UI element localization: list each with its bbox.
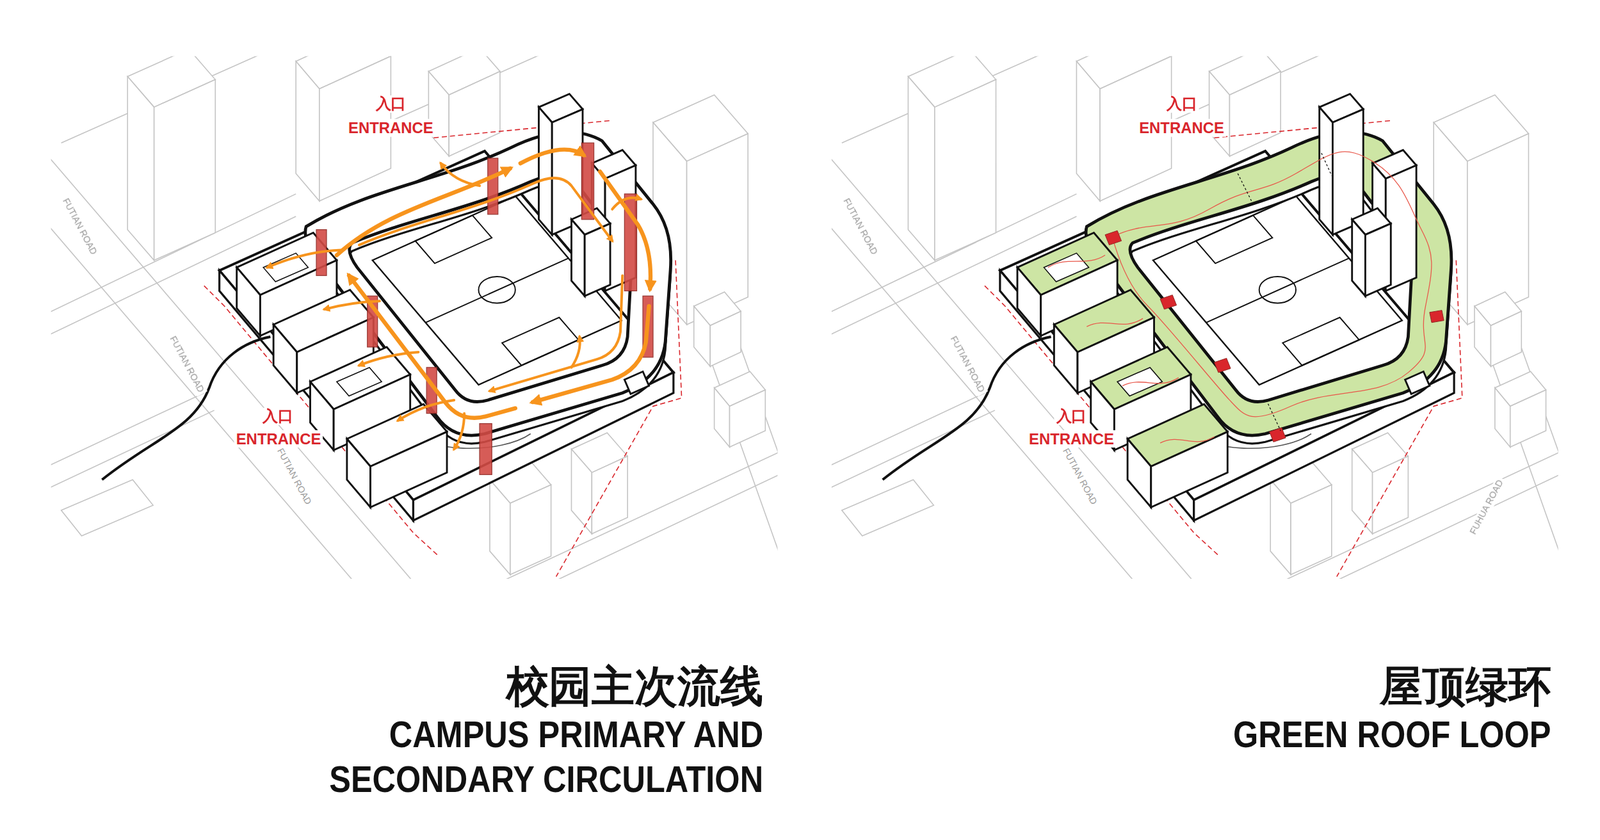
entrance-label-cn: 入口 xyxy=(259,407,295,426)
circulation-arrows xyxy=(267,149,651,450)
road-name: FUTIAN ROAD xyxy=(1058,444,1100,510)
caption-cn: 屋顶绿环 xyxy=(1379,663,1552,711)
road-name: FUTIAN ROAD xyxy=(58,194,100,259)
road-name: FUTIAN ROAD xyxy=(839,194,881,259)
entrance-label: ENTRANCE xyxy=(1026,430,1116,448)
roof-links xyxy=(1105,230,1444,442)
entrance-label-cn: 入口 xyxy=(1053,407,1089,426)
entrance-label-cn: 入口 xyxy=(1163,95,1199,113)
road-name: FUHUA ROAD xyxy=(1466,476,1508,539)
entrance-label: ENTRANCE xyxy=(233,430,323,448)
vertical-cores xyxy=(316,142,654,475)
roof-path xyxy=(1048,151,1432,444)
caption-en: GREEN ROOF LOOP xyxy=(1101,712,1551,758)
caption-cn: 校园主次流线 xyxy=(506,663,764,711)
entrance-label-cn: 入口 xyxy=(373,95,408,113)
green-roof-plan xyxy=(640,0,1587,704)
entrance-label: ENTRANCE xyxy=(1137,119,1227,137)
entrance-label: ENTRANCE xyxy=(346,119,436,137)
caption-en: CAMPUS PRIMARY AND SECONDARY CIRCULATION xyxy=(314,712,764,803)
circulation-plan xyxy=(51,56,778,579)
road-name: FUTIAN ROAD xyxy=(273,444,315,510)
